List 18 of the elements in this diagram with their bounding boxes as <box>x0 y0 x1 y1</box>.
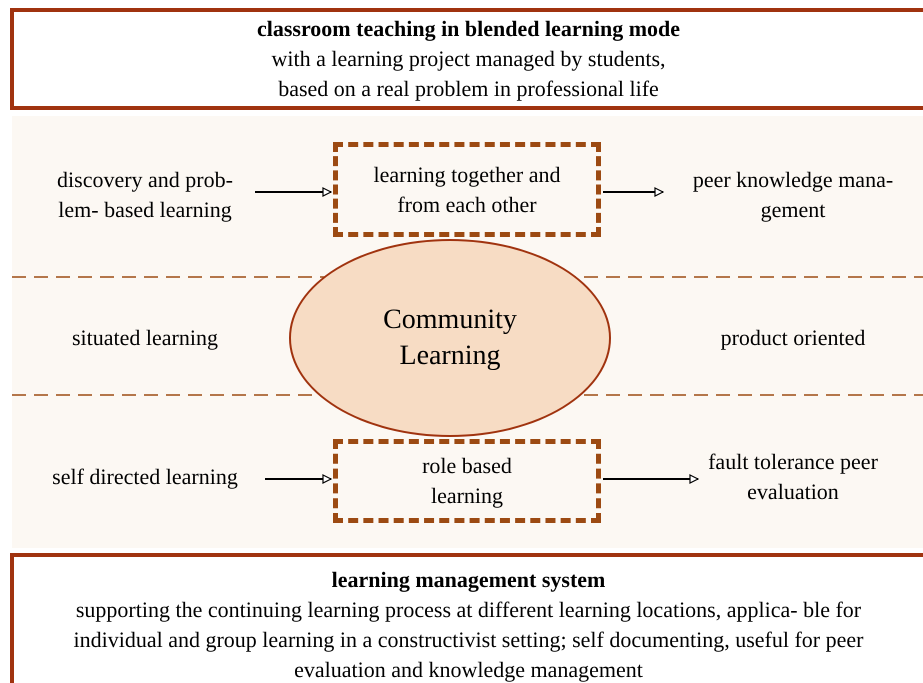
body-text: with a learning project managed by students, based on a real problem in professional life <box>270 45 667 103</box>
method-text: self directed learning <box>25 459 265 495</box>
arrow <box>603 474 699 484</box>
method-text: peer knowledge mana- gement <box>665 160 921 230</box>
heading-text: classroom teaching in blended learning mode <box>256 15 680 43</box>
footer-panel <box>10 553 923 683</box>
method-text: discovery and prob- lem- based learning <box>35 160 255 230</box>
method-text: fault tolerance peer evaluation <box>700 445 886 509</box>
method-text: situated learning <box>25 320 265 356</box>
dashed-box: role based learning <box>333 439 601 523</box>
heading-text: learning management system <box>332 566 606 594</box>
arrow <box>255 187 332 197</box>
arrow <box>265 474 332 484</box>
dashed-box: learning together and from each other <box>333 142 601 237</box>
method-text: product oriented <box>665 320 921 356</box>
header-panel <box>10 8 923 110</box>
arrow <box>603 187 664 197</box>
body-text: supporting the continuing learning process at different learning locations, applica- ble for individual and group learning in a constructivist setting; self documenting, useful for peer evaluation and knowledge management <box>72 596 864 683</box>
